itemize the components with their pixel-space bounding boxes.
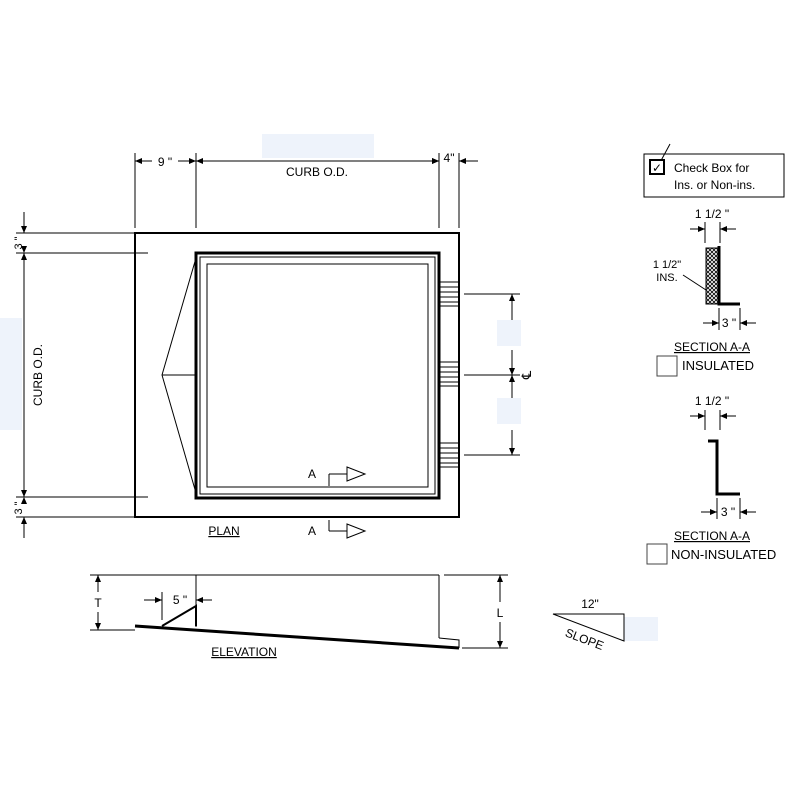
highlight-block [0,318,22,430]
dim-l [444,574,508,649]
highlight-block [497,320,521,346]
curb-od-side-label: CURB O.D. [31,344,45,406]
legend-checkbox[interactable] [649,159,665,175]
legend-line1: Check Box for [674,161,749,175]
nonins-dim-bottom-label: 3 " [721,505,735,519]
dim-3-bottom-label: 3 " [13,501,25,514]
slope-indicator: 12" SLOPE [552,597,625,653]
elevation-flange [438,637,460,648]
slope-triangle [552,613,625,642]
section-marker-top-label: A [308,467,316,481]
ins-dim-bottom-label: 3 " [722,316,736,330]
nonins-dim-top-label: 1 1/2 " [695,394,729,408]
slope-run-label: 12" [581,597,599,611]
elevation-view: T 5 " L ELEVATION [90,574,508,659]
ins-section-title: SECTION A-A [674,340,750,354]
noninsulated-checkbox[interactable] [646,543,668,565]
elevation-label: ELEVATION [211,645,277,659]
left-dimensions [16,212,148,538]
insulated-checkbox[interactable] [656,355,678,377]
ins-profile [717,246,740,306]
nonins-profile [708,439,740,496]
nonins-section-title: SECTION A-A [674,529,750,543]
section-insulated: 1 1/2 " 1 1/2" INS. 3 " SECTION A-A INSU… [653,207,756,377]
highlight-block [497,398,521,424]
section-marker-top [328,466,367,486]
ins-dim-top-label: 1 1/2 " [695,207,729,221]
ins-leader [682,274,707,291]
vent-block-middle [438,361,460,387]
ins-thickness-label: 1 1/2" [653,259,681,271]
highlight-block [624,617,658,641]
ins-label: INS. [656,272,677,284]
dim-t-label: T [94,596,102,610]
top-dimensions [134,153,478,228]
dim-t [90,574,196,631]
plan-label: PLAN [208,524,239,538]
slope-label: SLOPE [563,626,605,653]
check-icon: ✓ [652,161,662,175]
centerline-symbol: ℄ [519,370,534,380]
highlight-block [262,134,374,158]
dim-9-label: 9 " [158,155,172,169]
legend-box: ✓ Check Box for Ins. or Non-ins. [643,143,785,198]
vent-block-bottom [438,442,460,468]
cricket-profile [161,604,197,627]
dim-3-top-label: 3 " [13,236,25,249]
legend-frame [643,153,785,198]
plan-view: 9 " 4" CURB O.D. 3 " 3 " CURB O.D. [13,151,534,539]
curb-od-top-label: CURB O.D. [286,165,348,179]
section-noninsulated: 1 1/2 " 3 " SECTION A-A NON-INSULATED [646,394,776,565]
dim-l-label: L [497,606,504,620]
vent-block-top [438,281,460,307]
section-marker-bottom [328,520,367,539]
sloped-roof-line [134,624,460,650]
inner-curb-outline [199,256,436,495]
insulated-option-label: INSULATED [682,358,754,373]
legend-line2: Ins. or Non-ins. [674,178,755,192]
opening-outline [206,263,429,488]
insulation-hatch [705,247,719,305]
dim-5-label: 5 " [173,593,187,607]
inner-curb-thick-outline [194,251,441,500]
section-marker-bottom-label: A [308,524,316,538]
dim-5 [144,592,212,620]
dim-4-label: 4" [444,151,455,165]
right-centerline-dimensions [464,293,520,456]
noninsulated-option-label: NON-INSULATED [671,547,776,562]
